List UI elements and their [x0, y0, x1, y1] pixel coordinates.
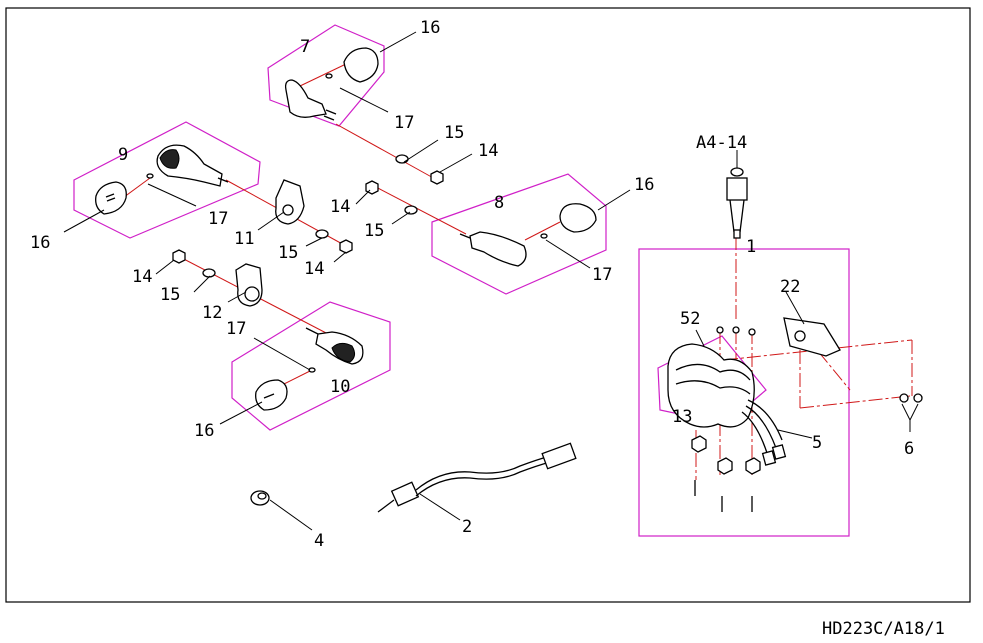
leader-lines: [63, 31, 919, 531]
callout-16: 16: [420, 18, 440, 38]
callout-6: 6: [904, 439, 914, 459]
callout-9: 9: [118, 145, 128, 165]
callout-17: 17: [592, 265, 612, 285]
nuts-and-washers: [172, 154, 444, 278]
callout-11: 11: [234, 229, 254, 249]
callout-17: 17: [208, 209, 228, 229]
callout-14: 14: [478, 141, 498, 161]
meter-assembly-52: [667, 317, 923, 512]
turn-signal-10: [255, 327, 364, 411]
turn-signal-7: [284, 47, 379, 121]
callout-15: 15: [444, 123, 464, 143]
callout-4: 4: [314, 531, 324, 551]
bracket-11: [275, 179, 305, 225]
callout-17: 17: [226, 319, 246, 339]
callout-1: 1: [746, 237, 756, 257]
callout-14: 14: [132, 267, 152, 287]
callout-12: 12: [202, 303, 222, 323]
callout-22: 22: [780, 277, 800, 297]
turn-signal-9: [95, 144, 229, 215]
callout-labels: 7 16 17 15 14 9 17 16 11 15 14 14 15 8 1…: [30, 18, 914, 551]
callout-2: 2: [462, 517, 472, 537]
group-outlines: [73, 24, 850, 537]
callout-7: 7: [300, 37, 310, 57]
callout-15: 15: [160, 285, 180, 305]
callout-8: 8: [494, 193, 504, 213]
callout-A4-14: A4-14: [696, 133, 747, 153]
turn-signal-8: [459, 203, 597, 267]
callout-17: 17: [394, 113, 414, 133]
bulb-socket-A4-14: [726, 167, 748, 239]
callout-15: 15: [278, 243, 298, 263]
callout-10: 10: [330, 377, 350, 397]
callout-14: 14: [304, 259, 324, 279]
callout-14: 14: [330, 197, 350, 217]
callout-16: 16: [30, 233, 50, 253]
callout-16: 16: [194, 421, 214, 441]
callout-52: 52: [680, 309, 700, 329]
callout-5: 5: [812, 433, 822, 453]
sensor-cable-2: [377, 442, 577, 513]
callout-16: 16: [634, 175, 654, 195]
drawing-code: HD223C/A18/1: [822, 619, 945, 639]
bracket-12: [235, 263, 263, 307]
drawing-frame: [5, 7, 971, 603]
callout-15: 15: [364, 221, 384, 241]
grommet-4: [250, 490, 270, 506]
callout-13: 13: [672, 407, 692, 427]
